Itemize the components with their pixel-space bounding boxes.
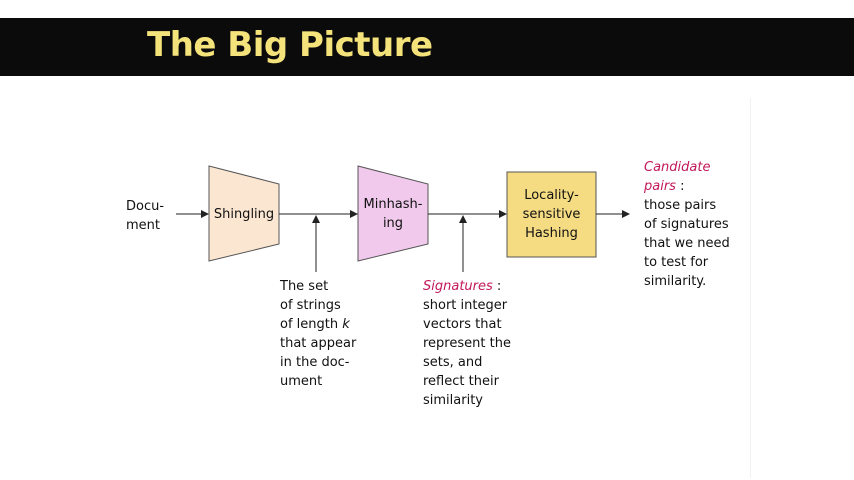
- title-bar: The Big Picture: [0, 18, 854, 76]
- pairs-term: pairs: [644, 179, 676, 194]
- lsh-block: [506, 171, 597, 258]
- variable-k: k: [342, 317, 350, 332]
- minhashing-block: [357, 165, 429, 262]
- input-label: Docu- ment: [126, 199, 165, 233]
- candidates-annotation: Candidate pairs : those pairs of signatu…: [644, 160, 730, 289]
- signatures-term: Signatures: [423, 279, 493, 294]
- candidate-term: Candidate: [644, 160, 711, 175]
- lsh-label: Locality- sensitive Hashing: [522, 188, 581, 241]
- slide-edge: [750, 98, 751, 478]
- shingles-annotation: The set of strings of length k that appe…: [280, 279, 357, 389]
- minhashing-label: Minhash- ing: [363, 197, 423, 231]
- slide-title: The Big Picture: [147, 25, 433, 65]
- shingling-label: Shingling: [213, 207, 275, 222]
- shingling-block: [208, 165, 280, 262]
- signatures-annotation: Signatures : short integer vectors that …: [423, 279, 511, 408]
